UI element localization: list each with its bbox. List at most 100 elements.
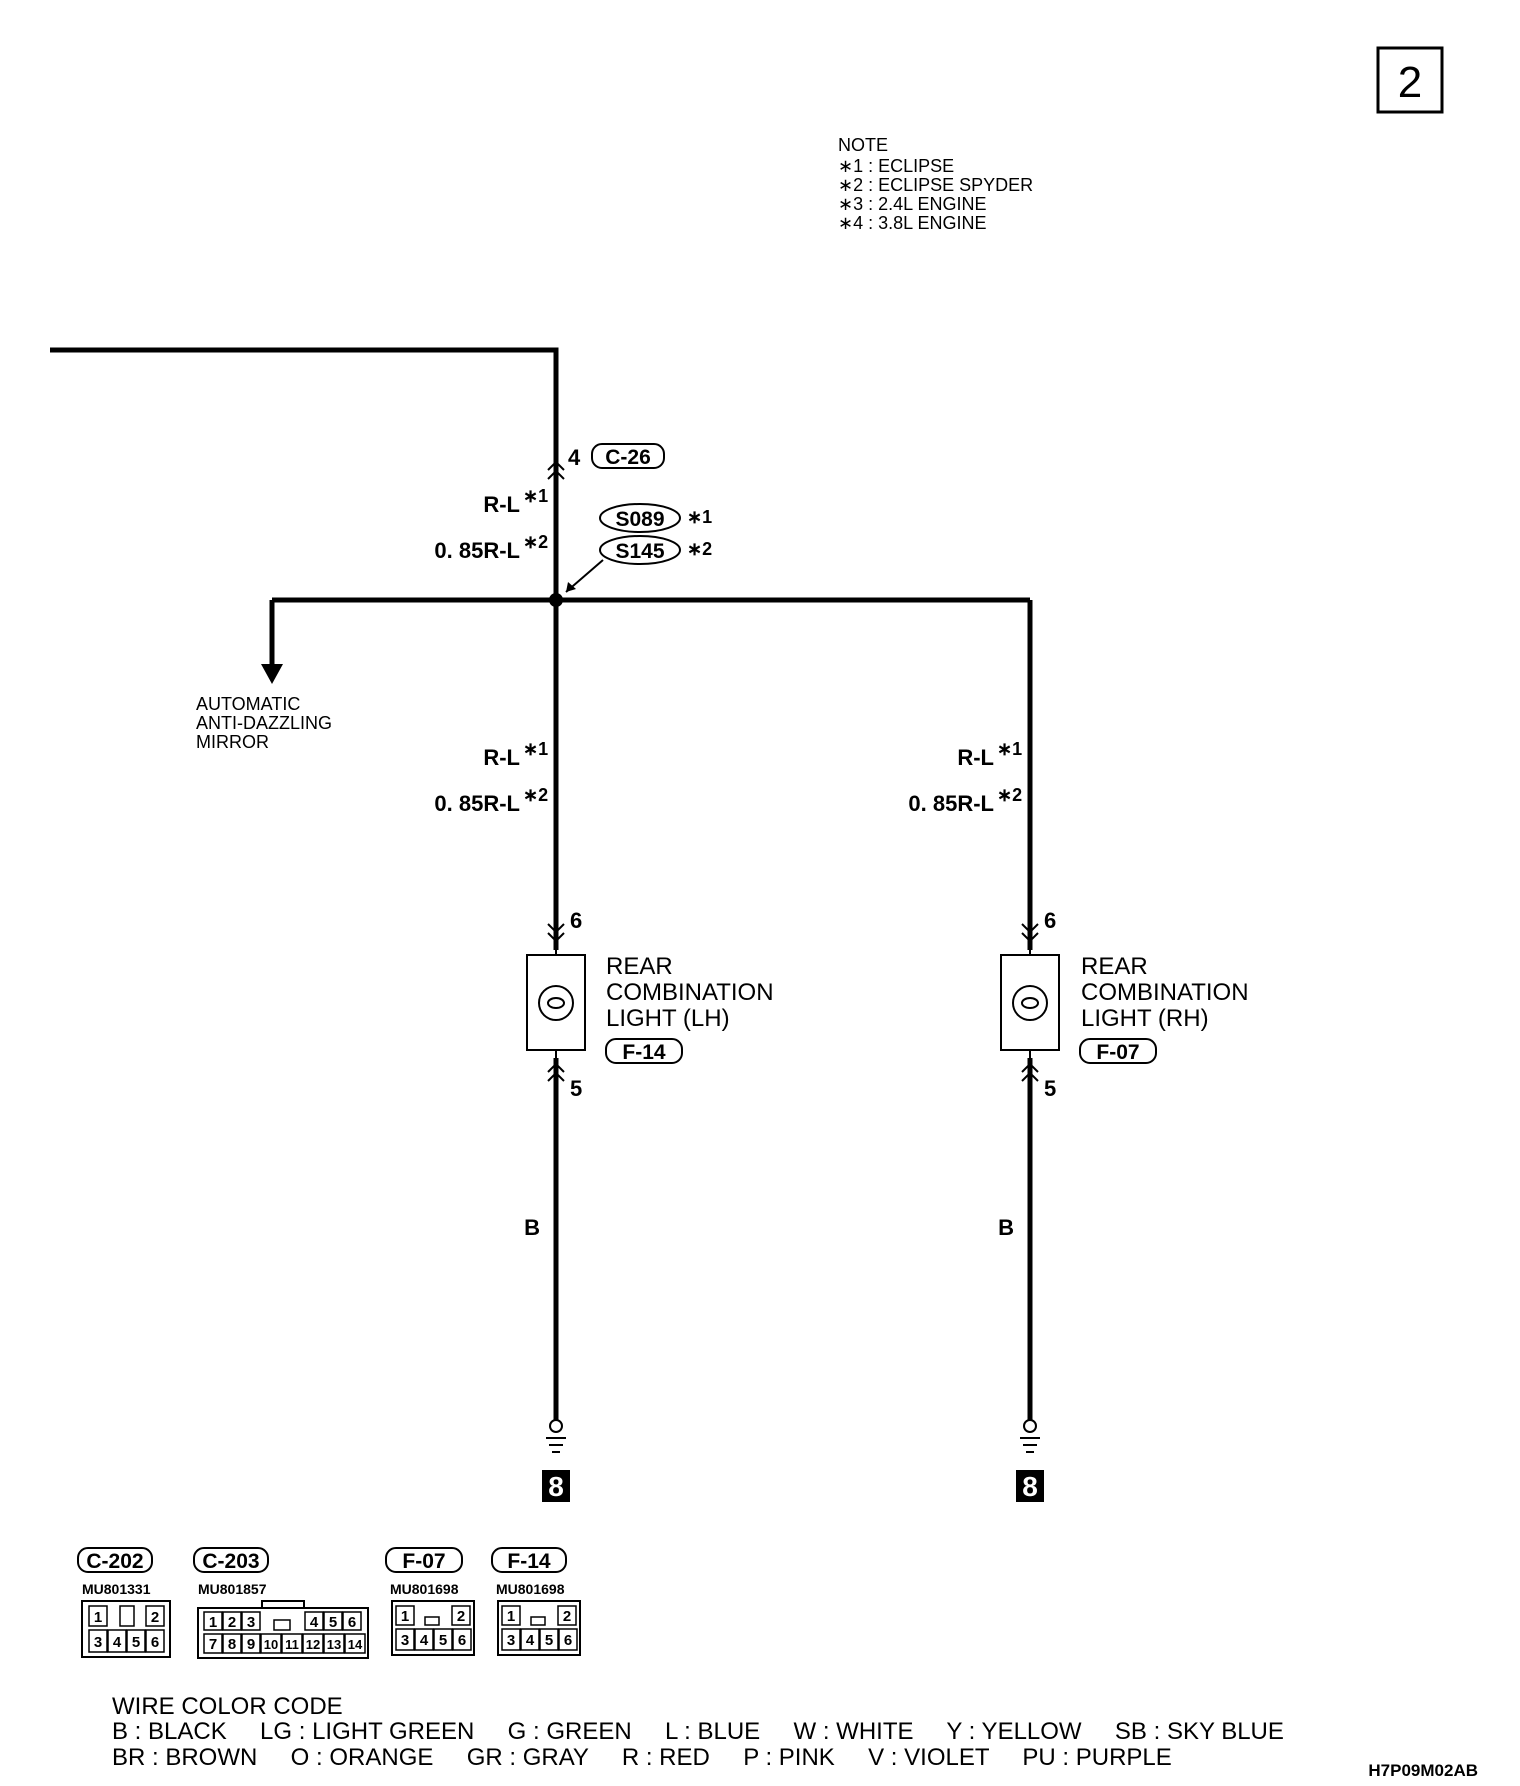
ground-ref-rh: 8 <box>1022 1471 1038 1502</box>
lh-label-1: REAR <box>606 953 673 980</box>
wire-color-code: WIRE COLOR CODE B : BLACK LG : LIGHT GRE… <box>112 1693 1284 1771</box>
lh-connector-tag <box>605 1038 683 1064</box>
page-number-box <box>1376 46 1444 114</box>
ground-icon <box>549 1419 563 1433</box>
connector-part: MU801857 <box>198 1581 267 1597</box>
connector-tag <box>491 1547 567 1573</box>
ground-ref-lh: 8 <box>548 1471 564 1502</box>
pin: 13 <box>327 1637 341 1652</box>
connector-chevron-icon <box>547 460 565 480</box>
figure-code: H7P09M02AB <box>1368 1761 1478 1780</box>
lh-label-3: LIGHT (LH) <box>606 1005 730 1032</box>
lh-light-body <box>526 954 586 1051</box>
splice-s145: S145 <box>615 540 664 563</box>
splice-pointer-arrow-icon <box>566 582 576 592</box>
note-item-2: ∗2 : ECLIPSE SPYDER <box>838 175 1033 195</box>
connector-part: MU801698 <box>390 1581 459 1597</box>
rh-label-2: COMBINATION <box>1081 979 1249 1006</box>
pin: 11 <box>285 1637 299 1652</box>
splice-s089: S089 <box>615 508 664 531</box>
pin: 4 <box>113 1634 122 1651</box>
ground-ref-box <box>542 1470 570 1502</box>
ground-lh: 8 <box>542 1419 570 1502</box>
page-number: 2 <box>1398 58 1422 107</box>
lh-pin-top: 6 <box>570 908 582 933</box>
pin: 4 <box>420 1632 429 1649</box>
pin: 9 <box>247 1636 255 1653</box>
pin: 2 <box>151 1609 159 1626</box>
c26-tag <box>591 443 665 469</box>
connector-outline <box>81 1600 171 1658</box>
pin: 10 <box>264 1637 278 1652</box>
wire-top-feed <box>50 347 559 600</box>
mirror-label-1: AUTOMATIC <box>196 694 300 714</box>
pin: 2 <box>228 1614 236 1631</box>
pin-blank <box>530 1616 546 1626</box>
bulb-filament-icon <box>547 997 565 1009</box>
ground-icon <box>1023 1419 1037 1433</box>
wire-note-rl085-top: ∗2 <box>523 532 548 552</box>
c26-label: C-26 <box>605 446 651 469</box>
wire-note-rl-lh: ∗1 <box>523 739 548 759</box>
connector-id: C-203 <box>202 1550 259 1573</box>
connector-part: MU801698 <box>496 1581 565 1597</box>
note-title: NOTE <box>838 135 888 155</box>
wire-note-rl-rh: ∗1 <box>997 739 1022 759</box>
rh-light-body <box>1000 954 1060 1051</box>
connector-id: F-14 <box>507 1550 551 1573</box>
splice-s145-tag <box>599 535 681 565</box>
wire-label-rl085-top: 0. 85R-L <box>434 538 520 563</box>
pin: 1 <box>209 1614 217 1631</box>
pin: 6 <box>348 1614 356 1631</box>
splice-s089-note: ∗1 <box>687 507 712 527</box>
rh-label-3: LIGHT (RH) <box>1081 1005 1209 1032</box>
rear-combination-light-rh: 6 5 REAR COMBINATION LIGHT (RH) F-07 <box>1000 908 1249 1101</box>
pin-blank <box>119 1605 135 1627</box>
pin-blank <box>424 1616 440 1626</box>
wire-label-b-rh: B <box>998 1215 1014 1240</box>
rh-pin-top: 6 <box>1044 908 1056 933</box>
ground-ref-box <box>1016 1470 1044 1502</box>
note-item-1: ∗1 : ECLIPSE <box>838 156 954 176</box>
ground-rh: 8 <box>1016 1419 1044 1502</box>
connector-outline <box>197 1607 369 1659</box>
pin: 4 <box>526 1632 535 1649</box>
rh-connector-tag <box>1079 1038 1157 1064</box>
pin: 14 <box>348 1637 363 1652</box>
pin: 3 <box>94 1634 102 1651</box>
bulb-icon <box>1012 985 1048 1021</box>
connector-tag <box>385 1547 463 1573</box>
pin: 2 <box>457 1608 465 1625</box>
pin: 5 <box>132 1634 140 1651</box>
pin: 6 <box>564 1632 572 1649</box>
c26-pin: 4 <box>568 445 581 470</box>
lh-connector-id: F-14 <box>622 1041 666 1064</box>
pin: 3 <box>507 1632 515 1649</box>
connector-id: C-202 <box>86 1550 143 1573</box>
pin: 8 <box>228 1636 236 1653</box>
bulb-filament-icon <box>1021 997 1039 1009</box>
connector-chevron-icon <box>547 923 565 943</box>
lh-pin-bottom: 5 <box>570 1076 582 1101</box>
mirror-label-3: MIRROR <box>196 732 269 752</box>
rh-connector-id: F-07 <box>1096 1041 1139 1064</box>
splice-s089-tag <box>599 503 681 533</box>
pin: 6 <box>458 1632 466 1649</box>
wire-label-rl-lh: R-L <box>483 745 520 770</box>
bulb-icon <box>538 985 574 1021</box>
wire-color-code-title: WIRE COLOR CODE <box>112 1693 343 1720</box>
wire-color-code-line-1: B : BLACK LG : LIGHT GREEN G : GREEN L :… <box>112 1718 1284 1745</box>
note-item-4: ∗4 : 3.8L ENGINE <box>838 213 986 233</box>
splice-labels: S089 ∗1 S145 ∗2 <box>565 503 712 593</box>
connector-outline <box>391 1600 475 1656</box>
connector-diagram-f14: F-14 MU801698 1 2 3 4 5 6 <box>491 1547 581 1656</box>
connector-c26: 4 C-26 <box>547 443 665 480</box>
rh-label-1: REAR <box>1081 953 1148 980</box>
rear-combination-light-lh: 6 5 REAR COMBINATION LIGHT (LH) F-14 <box>526 908 774 1101</box>
pin: 7 <box>209 1636 217 1653</box>
pin: 4 <box>310 1614 319 1631</box>
pin: 3 <box>401 1632 409 1649</box>
note-block: NOTE ∗1 : ECLIPSE ∗2 : ECLIPSE SPYDER ∗3… <box>838 135 1033 233</box>
note-item-3: ∗3 : 2.4L ENGINE <box>838 194 986 214</box>
